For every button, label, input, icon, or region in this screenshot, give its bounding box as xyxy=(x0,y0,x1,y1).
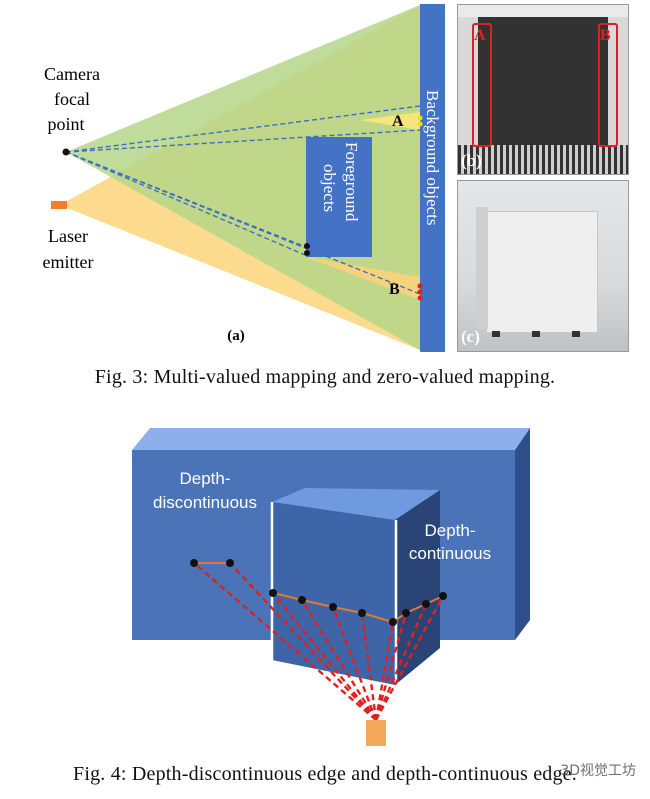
figure-4-diagram: Depth- discontinuous Depth- continuous xyxy=(132,428,530,746)
prism-left-face xyxy=(272,502,395,685)
prism-top xyxy=(272,488,440,520)
scan-points xyxy=(190,559,447,626)
foreground-label-line2: objects xyxy=(320,164,339,212)
cabinet-front xyxy=(486,211,598,333)
depth-discontinuous-label-line1: Depth- xyxy=(179,469,230,488)
panel-c-label: (c) xyxy=(461,327,480,346)
laser-emitter xyxy=(51,201,67,209)
camera-label-line1: Camera xyxy=(44,64,100,84)
point-b-marker xyxy=(417,289,423,295)
point-a-marker xyxy=(417,121,423,127)
laser-region-b xyxy=(306,257,420,300)
foreground-label-line1: Foreground xyxy=(342,142,361,222)
back-wall-top xyxy=(132,428,530,450)
figure-3: Camera focal point Laser emitter Foregro… xyxy=(0,0,650,360)
foreground-object xyxy=(306,137,372,257)
depth-edge-box-b xyxy=(598,23,618,147)
depth-top-noise xyxy=(458,5,628,17)
cabinet-side xyxy=(476,207,488,329)
figure-4-caption: Fig. 4: Depth-discontinuous edge and dep… xyxy=(73,763,577,785)
point-b-label: B xyxy=(389,281,400,298)
camera-focal-point xyxy=(62,148,70,156)
watermark: 3D视觉工坊 xyxy=(560,763,636,779)
point-b-marker xyxy=(417,283,423,289)
depth-edge-box-a xyxy=(472,23,492,147)
depth-continuous-label-line2: continuous xyxy=(409,544,491,563)
laser-label-line1: Laser xyxy=(48,226,88,246)
depth-image-panel: A B (b) xyxy=(457,4,629,175)
back-wall-side xyxy=(515,428,530,640)
background-object xyxy=(420,4,445,352)
laser-source-box xyxy=(366,720,386,746)
depth-bottom-noise xyxy=(458,145,628,174)
point-a-label: A xyxy=(392,113,404,130)
point-b-marker xyxy=(417,295,423,301)
camera-label-line3: point xyxy=(47,114,84,134)
laser-label-line2: emitter xyxy=(43,252,94,272)
background-label: Background objects xyxy=(423,90,442,226)
figure-3-caption: Fig. 3: Multi-valued mapping and zero-va… xyxy=(94,366,556,388)
panel-a-label: (a) xyxy=(227,328,245,344)
camera-label-line2: focal xyxy=(54,89,90,109)
scene-photo-panel: (c) xyxy=(457,180,629,352)
depth-mark-a: A xyxy=(474,27,486,44)
foreground-edge-point xyxy=(304,250,310,256)
figure-4: Depth- discontinuous Depth- continuous xyxy=(0,420,650,750)
figure-3-diagram: Camera focal point Laser emitter Foregro… xyxy=(43,4,445,352)
depth-mark-b: B xyxy=(600,27,611,44)
prism-right-face xyxy=(395,490,440,685)
foreground-edge-point xyxy=(304,243,310,249)
cabinet-wheels xyxy=(492,331,592,337)
shadow-region-a xyxy=(360,112,420,130)
camera-rays xyxy=(65,105,421,295)
laser-rays xyxy=(193,562,445,721)
depth-continuous-label-line1: Depth- xyxy=(424,521,475,540)
panel-b-label: (b) xyxy=(461,151,482,170)
point-a-marker xyxy=(417,115,423,121)
depth-discontinuous-label-line2: discontinuous xyxy=(153,493,257,512)
depth-object-region xyxy=(478,15,608,145)
